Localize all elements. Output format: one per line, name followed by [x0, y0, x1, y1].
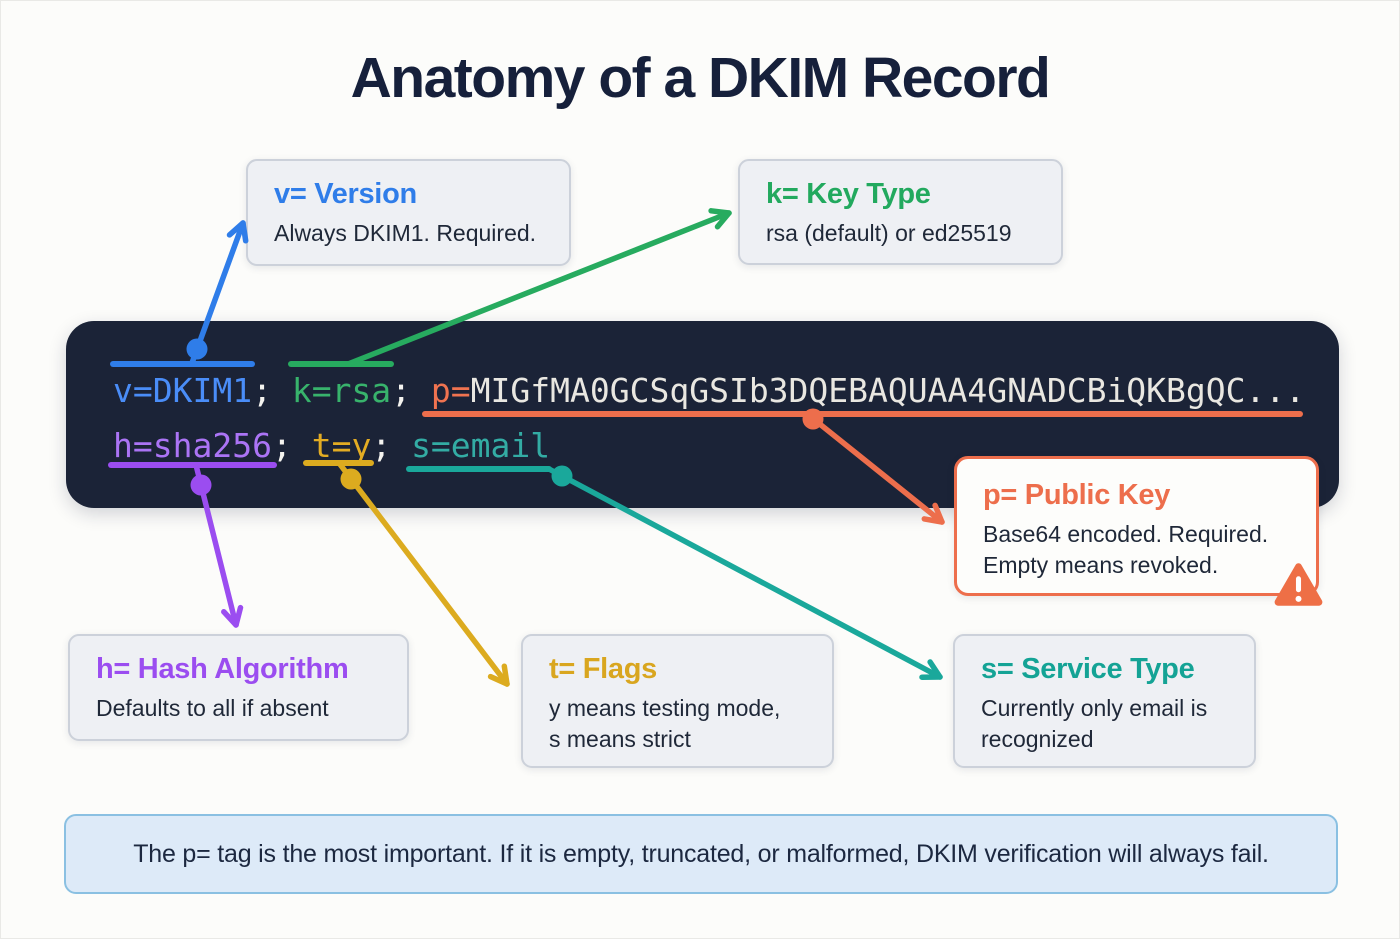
callout-flags: t= Flags y means testing mode, s means s…	[521, 634, 834, 768]
callout-version-body: Always DKIM1. Required.	[274, 220, 537, 246]
page-title: Anatomy of a DKIM Record	[350, 46, 1051, 110]
callout-flags-body: y means testing mode, s means strict	[549, 695, 781, 752]
callout-service-type: s= Service Type Currently only email is …	[953, 634, 1256, 768]
callout-key-type-title: k= Key Type	[766, 178, 931, 210]
callout-hash-algorithm-body: Defaults to all if absent	[96, 695, 329, 721]
dkim-record-line-1: v=DKIM1; k=rsa; p=MIGfMA0GCSqGSIb3DQEBAQ…	[113, 371, 1306, 410]
callout-version-title: v= Version	[274, 178, 417, 210]
callout-version: v= Version Always DKIM1. Required.	[246, 159, 571, 266]
warning-icon	[1274, 563, 1323, 606]
callout-public-key: p= Public Key Base64 encoded. Required. …	[954, 456, 1323, 606]
callout-key-type-body: rsa (default) or ed25519	[766, 220, 1012, 246]
callout-public-key-title: p= Public Key	[983, 479, 1171, 511]
note-box: The p= tag is the most important. If it …	[64, 814, 1338, 894]
callout-public-key-body: Base64 encoded. Required. Empty means re…	[983, 521, 1269, 578]
note-text: The p= tag is the most important. If it …	[133, 839, 1269, 868]
callout-hash-algorithm: h= Hash Algorithm Defaults to all if abs…	[68, 634, 409, 741]
callout-service-type-body: Currently only email is recognized	[981, 695, 1208, 752]
dkim-record-line-2: h=sha256; t=y; s=email	[113, 426, 551, 465]
callout-hash-algorithm-title: h= Hash Algorithm	[96, 653, 349, 685]
callout-service-type-title: s= Service Type	[981, 653, 1195, 685]
callout-flags-title: t= Flags	[549, 653, 657, 685]
callout-key-type: k= Key Type rsa (default) or ed25519	[738, 159, 1063, 265]
